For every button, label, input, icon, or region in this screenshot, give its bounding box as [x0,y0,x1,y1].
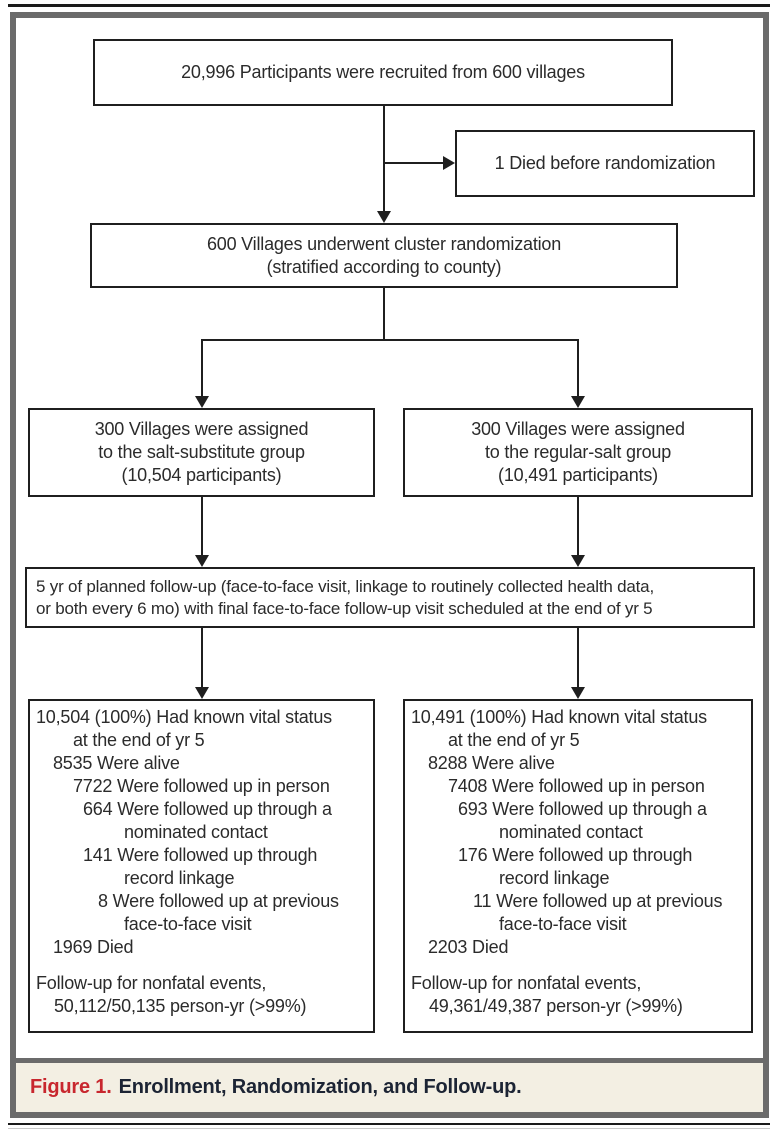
arrowhead-left-to-followup [195,555,209,567]
followup-plan-box: 5 yr of planned follow-up (face-to-face … [25,567,755,628]
outcome-left-line: 664 Were followed up through a [83,799,332,819]
assign-right-line-1: 300 Villages were assigned [471,419,685,439]
outcome-left-line: nominated contact [124,822,268,842]
arrowhead-to-salt-substitute-box [195,396,209,408]
outcome-right-line: 2203 Died [428,937,509,957]
outcome-left-line: 1969 Died [53,937,134,957]
outcome-right-line: 8288 Were alive [428,753,555,773]
connector-right-to-followup [577,497,579,556]
figure-caption-band: Figure 1. Enrollment, Randomization, and … [16,1058,763,1112]
assign-left-line-2: to the salt-substitute group [98,442,305,462]
connector-randomization-down [383,288,385,341]
outcome-left-line: record linkage [124,868,235,888]
arrowhead-to-regular-salt-box [571,396,585,408]
outcome-right-line: 10,491 (100%) Had known vital status [411,707,707,727]
died-before-randomization-text: 1 Died before randomization [494,153,716,173]
top-rule [8,4,770,7]
arrowhead-right-to-followup [571,555,585,567]
arrowhead-left-to-outcome [195,687,209,699]
arrowhead-to-randomization [377,211,391,223]
outcome-left-line: at the end of yr 5 [73,730,205,750]
outcome-right-line: Follow-up for nonfatal events, [411,973,642,993]
bottom-rule [8,1123,770,1125]
arrowhead-right-to-outcome [571,687,585,699]
outcome-left-line: 141 Were followed up through [83,845,318,865]
outcome-right-line: 7408 Were followed up in person [448,776,705,796]
outcome-left-line: 50,112/50,135 person-yr (>99%) [54,996,307,1016]
outcome-right-spacer [411,959,745,972]
outcome-left-line: 8535 Were alive [53,753,180,773]
followup-plan-line-2: or both every 6 mo) with final face-to-f… [36,598,653,618]
assign-right-line-2: to the regular-salt group [484,442,672,462]
outcome-right-line: nominated contact [499,822,643,842]
recruited-text: 20,996 Participants were recruited from … [181,62,585,82]
outcome-left-line: 10,504 (100%) Had known vital status [36,707,332,727]
regular-salt-group-box: 300 Villages were assigned to the regula… [403,408,753,497]
outcome-left-line: 8 Were followed up at previous [98,891,339,911]
figure-caption: Figure 1. Enrollment, Randomization, and … [30,1076,522,1099]
connector-split-horizontal [201,339,579,341]
salt-substitute-group-box: 300 Villages were assigned to the salt-s… [28,408,375,497]
assign-right-line-3: (10,491 participants) [498,465,658,485]
outcome-left-spacer [36,959,367,972]
assign-left-line-3: (10,504 participants) [121,465,282,485]
connector-to-died-box [384,162,444,164]
cluster-randomization-box: 600 Villages underwent cluster randomiza… [90,223,678,288]
connector-right-branch [577,339,579,397]
assign-left-line-1: 300 Villages were assigned [94,419,309,439]
outcome-right-line: 49,361/49,387 person-yr (>99%) [429,996,683,1016]
outcome-left-line: face-to-face visit [124,914,252,934]
connector-recruited-down [383,106,385,212]
connector-left-to-outcome [201,628,203,688]
connector-left-to-followup [201,497,203,556]
outcome-right-line: 693 Were followed up through a [458,799,707,819]
recruited-box: 20,996 Participants were recruited from … [93,39,673,106]
died-before-randomization-box: 1 Died before randomization [455,130,755,197]
figure-caption-label: Figure 1. [30,1076,112,1098]
outcome-right-line: 176 Were followed up through [458,845,693,865]
outcome-left-line: 7722 Were followed up in person [73,776,330,796]
arrowhead-to-died-box [443,156,455,170]
salt-substitute-outcome-box: 10,504 (100%) Had known vital status at … [28,699,375,1033]
figure-caption-title: Enrollment, Randomization, and Follow-up… [118,1076,522,1098]
connector-right-to-outcome [577,628,579,688]
followup-plan-line-1: 5 yr of planned follow-up (face-to-face … [36,577,654,596]
randomized-line-2: (stratified according to county) [266,256,502,277]
outcome-right-line: face-to-face visit [499,914,627,934]
outcome-right-line: at the end of yr 5 [448,730,580,750]
outcome-right-line: record linkage [499,868,610,888]
randomized-line-1: 600 Villages underwent cluster randomiza… [206,233,562,254]
outcome-right-line: 11 Were followed up at previous [473,891,723,911]
outcome-left-line: Follow-up for nonfatal events, [36,973,267,993]
connector-left-branch [201,339,203,397]
regular-salt-outcome-box: 10,491 (100%) Had known vital status at … [403,699,753,1033]
bottom-rule-secondary [8,1128,770,1129]
